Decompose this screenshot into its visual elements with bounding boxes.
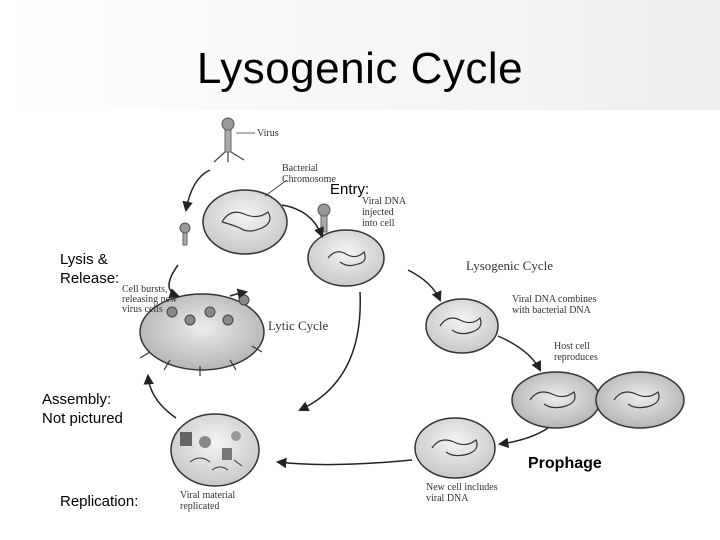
label-reproduces-2: reproduces: [554, 352, 598, 363]
label-entry: Entry:: [330, 181, 370, 198]
label-chromosome-1: Bacterial: [282, 163, 318, 174]
label-prophage: Prophage: [528, 455, 602, 472]
label-lytic-cycle: Lytic Cycle: [268, 318, 329, 333]
label-assembly-2: Not pictured: [42, 410, 123, 427]
label-injected-1: Viral DNA: [362, 196, 407, 207]
label-newcell-2: viral DNA: [426, 493, 469, 504]
label-bursts-2: releasing new: [122, 294, 178, 305]
chromosome-pointer: [264, 179, 288, 197]
label-lysogenic-cycle: Lysogenic Cycle: [466, 258, 553, 273]
label-lysis-2: Release:: [60, 270, 120, 287]
label-newcell-1: New cell includes: [426, 482, 498, 493]
label-assembly-1: Assembly:: [42, 391, 112, 408]
dividing-cell: [511, 371, 685, 429]
label-combines-2: with bacterial DNA: [512, 305, 592, 316]
virus-icon: [213, 117, 245, 163]
label-replication: Replication:: [60, 493, 139, 510]
label-combines-1: Viral DNA combines: [512, 294, 596, 305]
injected-cell: [307, 203, 385, 287]
label-reproduces-1: Host cell: [554, 341, 590, 352]
label-injected-2: injected: [362, 207, 394, 218]
combined-dna-cell: [425, 298, 499, 354]
new-cell: [414, 417, 496, 479]
virus-small-icon: [179, 222, 191, 246]
label-viral-material-2: replicated: [180, 501, 219, 512]
label-injected-3: into cell: [362, 218, 395, 229]
label-viral-material-1: Viral material: [180, 490, 235, 501]
bacterial-cell: [202, 189, 288, 255]
label-chromosome-2: Chromosome: [282, 174, 336, 185]
cycle-arrows: [143, 169, 549, 469]
label-bursts-3: virus cells: [122, 304, 163, 315]
label-lysis-1: Lysis &: [60, 251, 108, 268]
label-virus: Virus: [257, 128, 279, 139]
label-bursts-1: Cell bursts,: [122, 284, 168, 295]
slide-background: [0, 0, 720, 110]
replication-cell: [170, 413, 260, 487]
slide-title: Lysogenic Cycle: [196, 44, 524, 93]
